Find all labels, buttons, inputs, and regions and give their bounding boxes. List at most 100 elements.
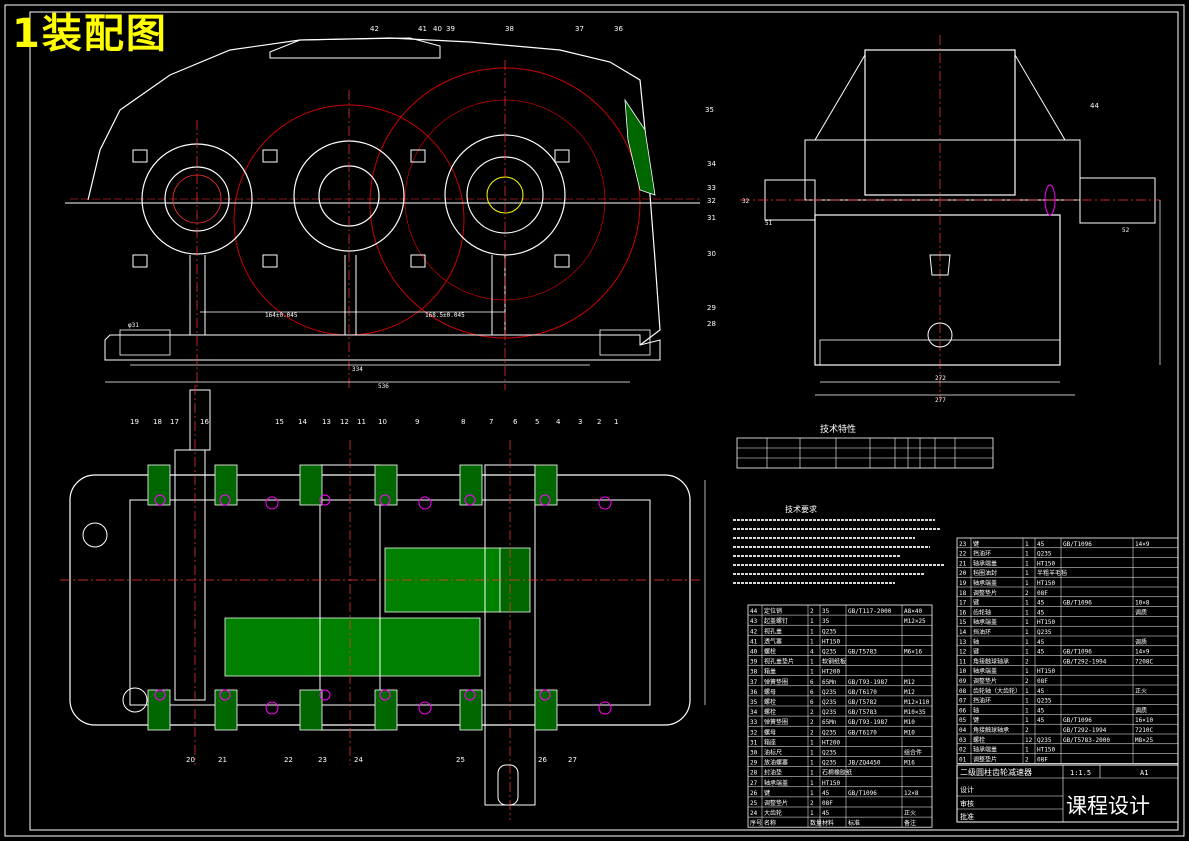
drawing-title: 1装配图: [12, 11, 168, 57]
bom-cell-material: Q235: [1037, 698, 1052, 705]
bom-cell-note: 10×8: [1135, 600, 1150, 607]
top-callout: 14: [298, 418, 307, 426]
bom-cell-qty: 2: [1025, 590, 1029, 597]
top-callout: 10: [378, 418, 387, 426]
front-callout: 34: [707, 160, 716, 168]
bom-cell-qty: 1: [1025, 570, 1029, 577]
bom-cell-material: 08F: [1037, 678, 1048, 685]
bom-cell-name: 轴承端盖: [973, 559, 997, 567]
bom-cell-material: Q235: [822, 750, 837, 757]
bom-cell-name: 挡油环: [973, 550, 991, 558]
bom-cell-material: 65Mn: [822, 679, 837, 686]
bom-cell-name: 挡油环: [973, 697, 991, 705]
bom-cell-material: 45: [1037, 717, 1045, 724]
bom-cell-note: A8×40: [904, 608, 922, 615]
top-callout: 17: [170, 418, 179, 426]
bearing-caps: [147, 464, 558, 731]
bom-cell-qty: 2: [810, 709, 814, 716]
top-callout: 26: [538, 756, 547, 764]
housing-bolts: [132, 149, 570, 268]
dowel-pin-hole-1: [82, 522, 108, 548]
bom-cell-no: 15: [959, 619, 967, 626]
bom-cell-note: M12×25: [904, 618, 926, 625]
bom-cell-name: 螺栓: [764, 698, 776, 706]
title-label-approve: 批准: [960, 812, 974, 821]
bom-cell-no: 28: [750, 770, 758, 777]
bom-cell-name: 挡油环: [973, 628, 991, 636]
bom-cell-material: 45: [1037, 639, 1045, 646]
bom-cell-name: 螺栓: [973, 736, 985, 744]
bom-cell-material: Q235: [822, 628, 837, 635]
bom-cell-material: Q235: [1037, 629, 1052, 636]
side-flange: [804, 139, 1081, 201]
top-callout: 20: [186, 756, 195, 764]
bom-cell-name: 调整垫片: [973, 755, 997, 763]
bom-cell-qty: 1: [810, 628, 814, 635]
bom-cell-note: 14×9: [1135, 541, 1150, 548]
bom-cell-qty: 2: [810, 608, 814, 615]
side-dim: 52: [1122, 227, 1130, 234]
bom-cell-standard: GB/T1096: [1063, 717, 1092, 724]
bom-cell-material: HT150: [1037, 747, 1055, 754]
bom-cell-name: 箱座: [764, 738, 776, 746]
bom-cell-qty: 1: [810, 760, 814, 767]
bom-cell-material: HT200: [822, 669, 840, 676]
bom-cell-no: 40: [750, 649, 758, 656]
front-callout: 29: [707, 304, 716, 312]
bom-cell-no: 14: [959, 629, 967, 636]
bom-cell-name: 起盖螺钉: [764, 617, 788, 625]
bom-cell-material: 08F: [822, 800, 833, 807]
bom-cell-note: 7210C: [1135, 727, 1153, 734]
bom-cell-no: 32: [750, 729, 758, 736]
bom-cell-note: M6×16: [904, 649, 922, 656]
bom-cell-name: 角接触球轴承: [973, 657, 1009, 665]
top-callout: 22: [284, 756, 293, 764]
bom-cell-material: Q235: [822, 699, 837, 706]
bom-cell-name: 箱盖: [764, 668, 776, 676]
bom-cell-standard: GB/T1096: [1063, 541, 1092, 548]
inner-frame: [29, 11, 1179, 831]
bom-cell-material: 45: [1037, 707, 1045, 714]
bom-cell-qty: 1: [1025, 717, 1029, 724]
bom-cell-name: 轴: [973, 638, 979, 646]
bom-cell-no: 19: [959, 580, 967, 587]
bom-cell-no: 20: [959, 570, 967, 577]
housing-cover-outline: [87, 37, 661, 346]
bom-cell-material: 材料: [822, 819, 834, 827]
bom-cell-note: 调质: [1135, 706, 1147, 714]
bom-cell-material: 45: [1037, 541, 1045, 548]
bom-cell-qty: 1: [1025, 619, 1029, 626]
bom-cell-no: 43: [750, 618, 758, 625]
bom-cell-material: Q235: [822, 649, 837, 656]
bom-cell-note: 正火: [904, 810, 916, 817]
bom-cell-name: 调整垫片: [764, 799, 788, 807]
bom-cell-note: M12×110: [904, 699, 930, 706]
bom-cell-standard: JB/ZQ4450: [848, 760, 881, 767]
bom-cell-material: 石棉橡胶纸: [822, 769, 852, 777]
top-callout: 16: [200, 418, 209, 426]
bom-cell-no: 33: [750, 719, 758, 726]
bom-cell-name: 角接触球轴承: [973, 726, 1009, 734]
input-shaft-end: [189, 389, 211, 451]
bom-cell-qty: 数量: [810, 819, 822, 827]
product-name: 二级圆柱齿轮减速器: [960, 767, 1032, 777]
side-view: [740, 35, 1161, 400]
bom-cell-no: 39: [750, 659, 758, 666]
locating-pin: [1044, 184, 1056, 216]
top-callout: 18: [153, 418, 162, 426]
top-callout: 25: [456, 756, 465, 764]
bom-cell-name: 轴承端盖: [973, 746, 997, 754]
bom-cell-qty: 1: [1025, 560, 1029, 567]
bom-cell-note: 16×10: [1135, 717, 1153, 724]
bom-cell-no: 25: [750, 800, 758, 807]
bom-cell-material: 65Mn: [822, 719, 837, 726]
bom-cell-no: 序号: [750, 819, 762, 827]
rib-section: [624, 98, 656, 196]
bom-cell-qty: 1: [1025, 629, 1029, 636]
bom-cell-standard: GB/T6170: [848, 689, 877, 696]
bom-cell-qty: 1: [1025, 688, 1029, 695]
bom-cell-qty: 2: [810, 800, 814, 807]
bom-cell-material: 软钢纸板: [822, 658, 846, 666]
bom-cell-standard: GB/T5783: [848, 649, 877, 656]
bom-cell-no: 26: [750, 790, 758, 797]
